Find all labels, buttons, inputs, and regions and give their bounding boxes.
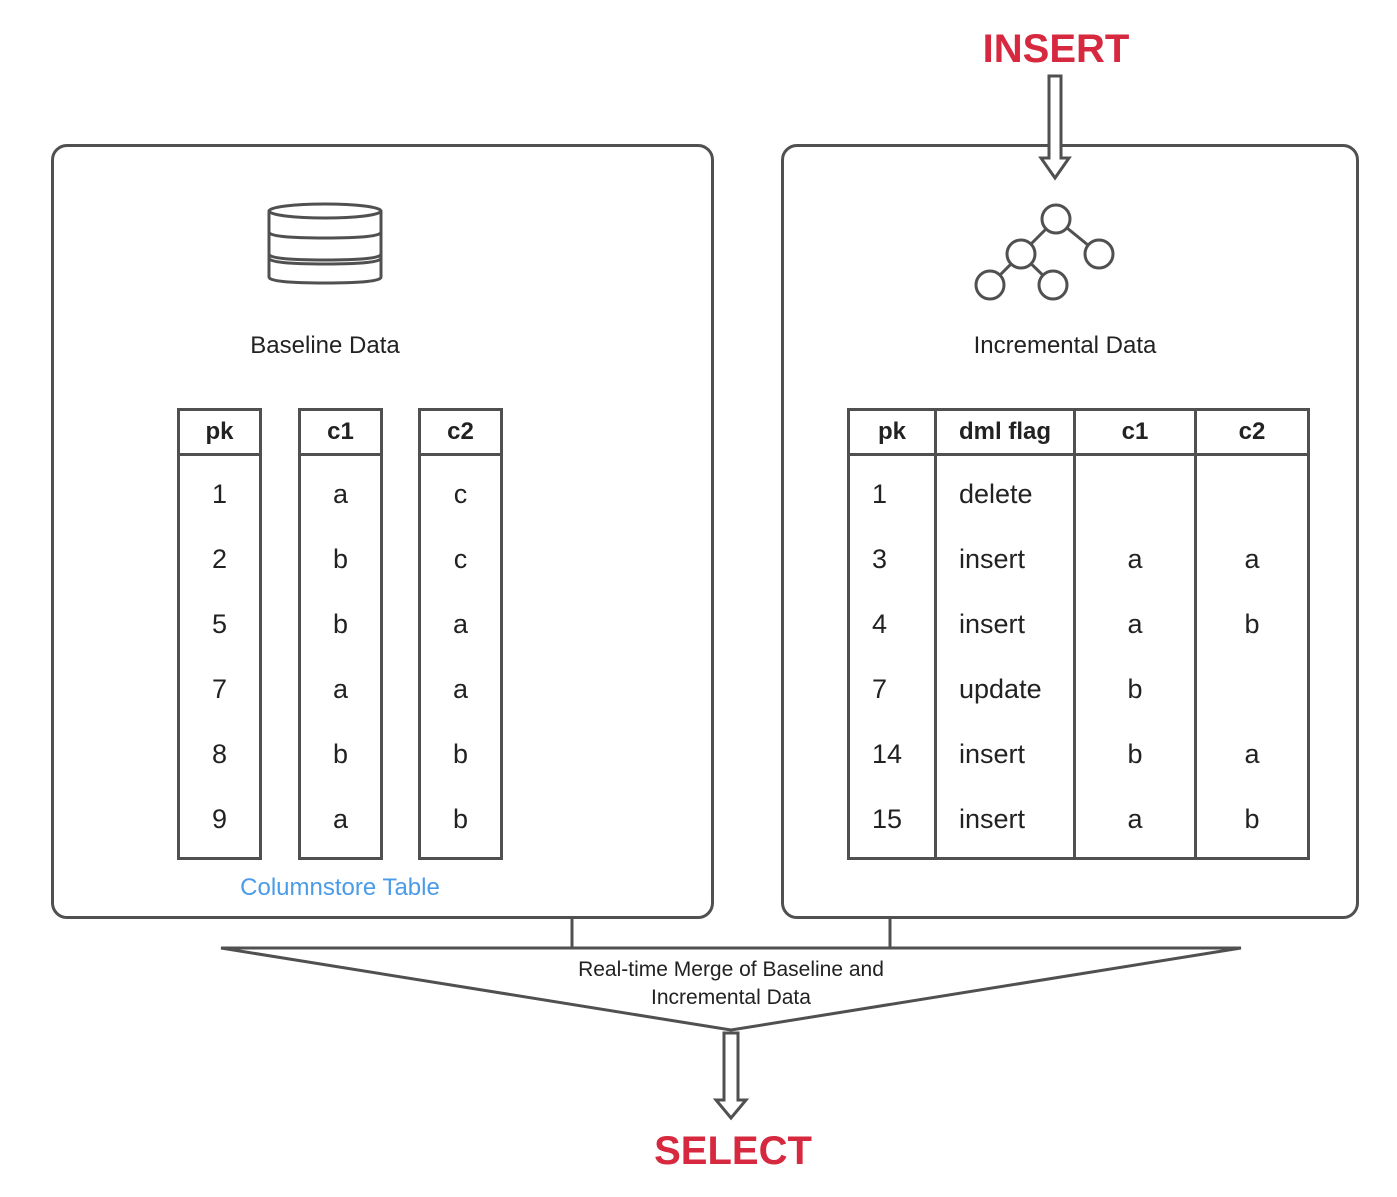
cell: a xyxy=(332,674,349,704)
cell: 8 xyxy=(211,739,228,769)
baseline-title: Baseline Data xyxy=(250,332,400,359)
incremental-table: pk 1 3 4 7 14 15 dml flag delete insert … xyxy=(847,408,1310,860)
cell: 4 xyxy=(872,609,888,639)
select-label: SELECT xyxy=(654,1129,812,1173)
cell: 15 xyxy=(872,804,903,834)
cell: b xyxy=(332,739,349,769)
cell: 1 xyxy=(872,479,888,509)
cell: 7 xyxy=(211,674,228,704)
cell: insert xyxy=(959,804,1026,834)
column-header: c1 xyxy=(301,411,380,456)
cell: b xyxy=(1127,739,1143,769)
cell: b xyxy=(1244,804,1260,834)
merge-label-line-2: Incremental Data xyxy=(651,986,811,1009)
cell: b xyxy=(1244,609,1260,639)
insert-arrow-icon xyxy=(1038,74,1072,181)
cell: a xyxy=(1244,544,1260,574)
cell: a xyxy=(332,804,349,834)
cell: a xyxy=(452,609,469,639)
cell: 1 xyxy=(211,479,228,509)
cell: a xyxy=(1127,609,1143,639)
cell: 2 xyxy=(211,544,228,574)
cell: delete xyxy=(959,479,1033,509)
cell: 3 xyxy=(872,544,888,574)
column-header: pk xyxy=(850,411,934,456)
cell xyxy=(1197,462,1307,527)
cell: insert xyxy=(959,544,1026,574)
cell: update xyxy=(959,674,1042,704)
cell: c xyxy=(453,544,468,574)
cell: 7 xyxy=(872,674,888,704)
cell: a xyxy=(332,479,349,509)
column-header: dml flag xyxy=(937,411,1073,456)
cell xyxy=(1076,462,1194,527)
cell: b xyxy=(332,609,349,639)
cell: b xyxy=(332,544,349,574)
incremental-column-c1: c1 a a b b a xyxy=(1076,411,1197,857)
incremental-column-dml-flag: dml flag delete insert insert update ins… xyxy=(937,411,1076,857)
merge-label: Real-time Merge of Baseline and Incremen… xyxy=(500,956,962,1012)
baseline-column-c1: c1 a b b a b a xyxy=(298,408,383,860)
incremental-column-pk: pk 1 3 4 7 14 15 xyxy=(850,411,937,857)
select-arrow-icon xyxy=(712,1031,750,1121)
cell: insert xyxy=(959,739,1026,769)
cell: b xyxy=(452,739,469,769)
cell: 9 xyxy=(211,804,228,834)
cell: b xyxy=(1127,674,1143,704)
incremental-column-c2: c2 a b a b xyxy=(1197,411,1307,857)
column-header: c1 xyxy=(1076,411,1194,456)
column-header: c2 xyxy=(421,411,500,456)
tree-icon xyxy=(974,203,1115,301)
cell: 5 xyxy=(211,609,228,639)
cell: insert xyxy=(959,609,1026,639)
columnstore-caption: Columnstore Table xyxy=(240,874,440,901)
cell: a xyxy=(452,674,469,704)
cell: c xyxy=(453,479,468,509)
insert-label: INSERT xyxy=(982,27,1130,71)
column-header: pk xyxy=(180,411,259,456)
cell xyxy=(1197,657,1307,722)
cell: b xyxy=(452,804,469,834)
cell: a xyxy=(1127,804,1143,834)
database-icon xyxy=(267,202,383,285)
merge-funnel xyxy=(220,946,1242,1032)
baseline-column-pk: pk 1 2 5 7 8 9 xyxy=(177,408,262,860)
cell: a xyxy=(1244,739,1260,769)
merge-label-line-1: Real-time Merge of Baseline and xyxy=(578,958,884,981)
cell: a xyxy=(1127,544,1143,574)
incremental-title: Incremental Data xyxy=(973,332,1157,359)
cell: 14 xyxy=(872,739,903,769)
column-header: c2 xyxy=(1197,411,1307,456)
merge-connectors xyxy=(570,918,892,948)
baseline-column-c2: c2 c c a a b b xyxy=(418,408,503,860)
